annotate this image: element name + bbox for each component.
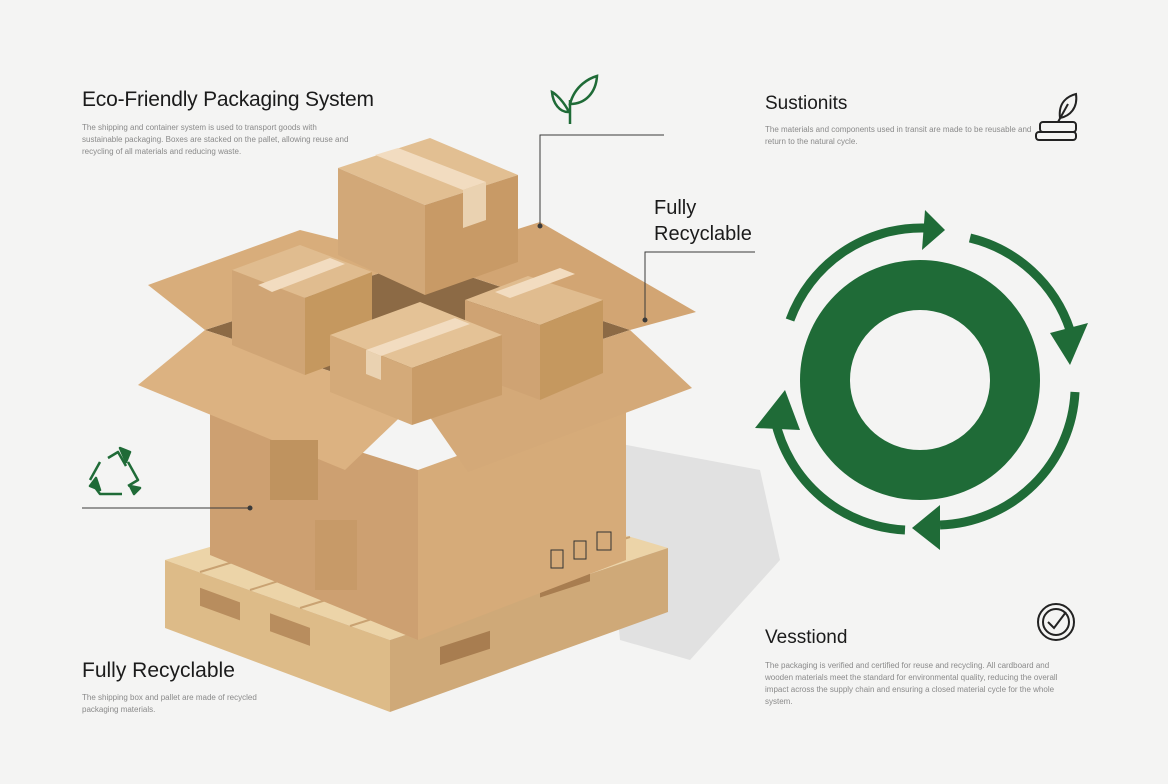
small-box-top: [338, 138, 518, 295]
sustainability-description: The materials and components used in tra…: [765, 125, 1032, 146]
verification-title: Vesstiond: [765, 627, 848, 648]
recyclable-callout-line1: Fully: [654, 197, 697, 219]
bottom-left-title: Fully Recyclable: [82, 659, 235, 682]
sustainability-title: Sustionits: [765, 93, 848, 114]
small-box-center: [330, 302, 502, 425]
recycle-icon: [88, 446, 142, 496]
recyclable-callout: Fully Recyclable: [654, 195, 752, 247]
leaf-sprout-icon: [550, 74, 599, 124]
recyclable-callout-line2: Recyclable: [654, 223, 752, 245]
callout-lines: [82, 134, 755, 511]
recycling-cycle-graphic: [755, 210, 1088, 550]
page-title: Eco-Friendly Packaging System: [82, 88, 374, 111]
header-description: The shipping and container system is use…: [82, 123, 349, 156]
leaf-in-hand-icon: [1035, 92, 1078, 141]
check-badge-icon: [1037, 603, 1075, 641]
bottom-left-description: The shipping box and pallet are made of …: [82, 693, 257, 714]
verification-description: The packaging is verified and certified …: [765, 661, 1058, 706]
small-box-right: [465, 268, 603, 400]
